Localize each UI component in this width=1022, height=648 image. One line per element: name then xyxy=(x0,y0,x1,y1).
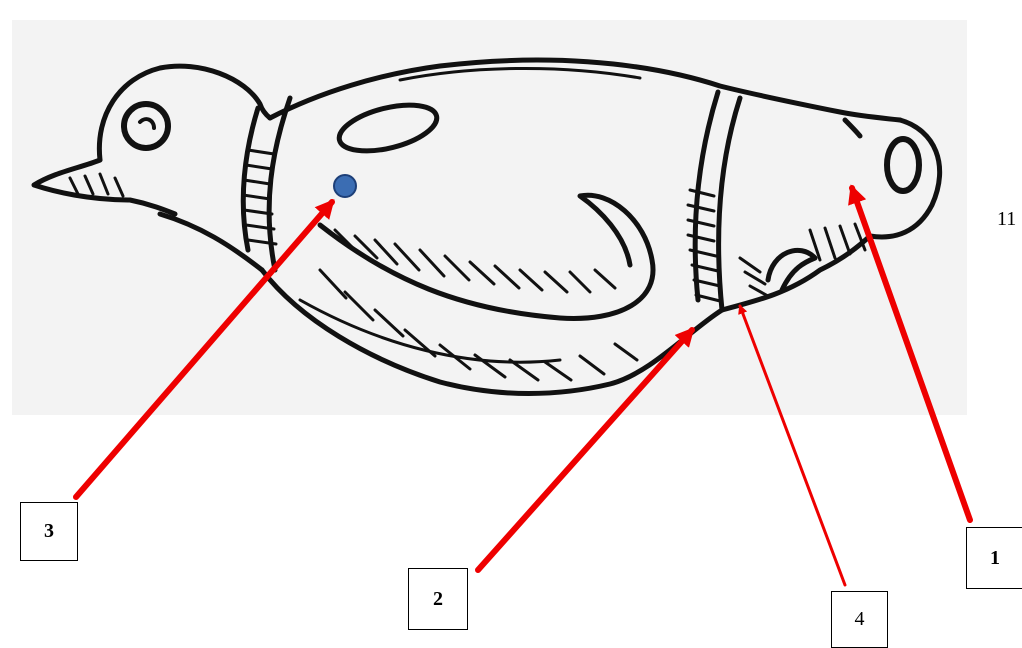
page-number: 11 xyxy=(997,208,1016,231)
callout-label-4: 4 xyxy=(831,591,888,648)
callout-label-1: 1 xyxy=(966,527,1022,589)
marker-dot xyxy=(334,175,356,197)
scan-background xyxy=(12,20,967,415)
callout-label-3: 3 xyxy=(20,502,78,561)
callout-label-2: 2 xyxy=(408,568,468,630)
